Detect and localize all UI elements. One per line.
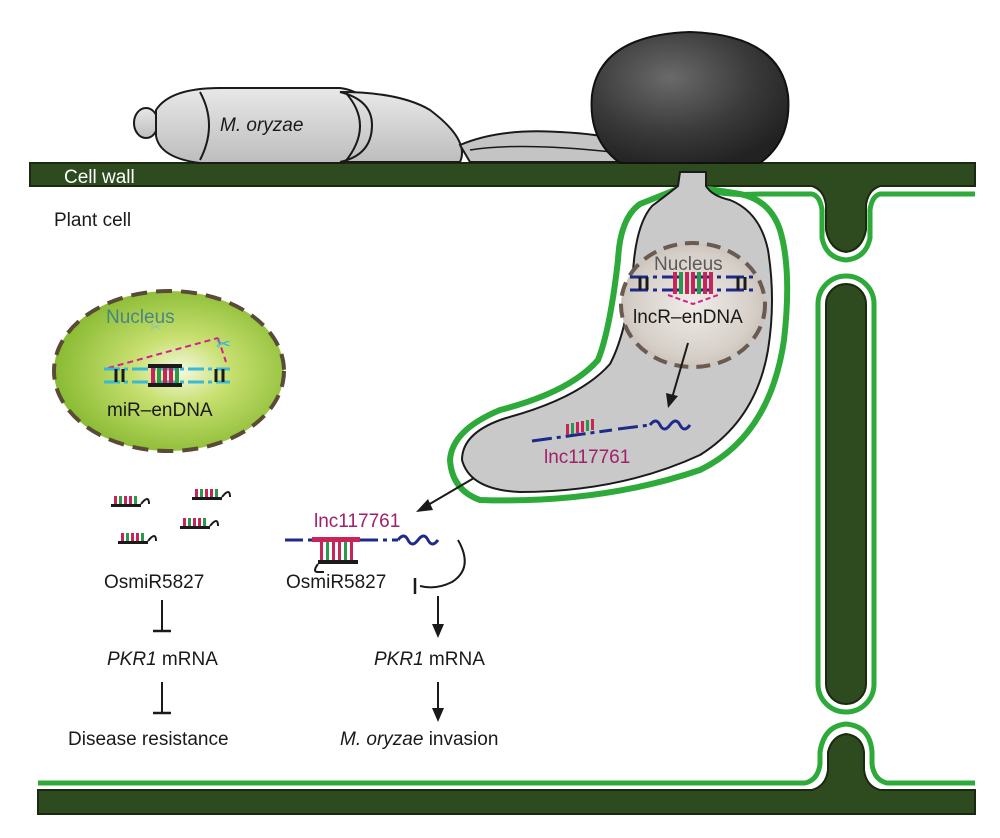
membrane-hypha <box>446 185 791 504</box>
mirna-free-group <box>111 489 231 544</box>
arrow-hypha-to-plant <box>427 477 475 506</box>
svg-text:✂: ✂ <box>150 320 162 336</box>
plant-endna-duplex: ✂ ✂ <box>104 320 231 387</box>
label-osmir-left: OsmiR5827 <box>104 572 204 593</box>
membrane-bottom <box>38 721 975 786</box>
membrane-vertical <box>815 273 877 715</box>
cell-wall-bottom <box>37 732 976 815</box>
label-disease-resistance: Disease resistance <box>68 729 229 750</box>
lnc-transcript-hypha <box>531 419 692 443</box>
label-lnc-hypha: lnc117761 <box>544 447 630 468</box>
cell-wall-vertical <box>825 283 867 705</box>
label-pkr1-mid: PKR1 mRNA <box>374 649 485 670</box>
lnc-mirna-duplex <box>285 534 440 573</box>
label-osmir-mid: OsmiR5827 <box>286 572 386 593</box>
label-lncr-endna: lncR–enDNA <box>633 307 743 328</box>
membrane-top-right <box>699 185 975 263</box>
inhibition-curve <box>419 539 466 589</box>
label-lnc-path: lnc117761 <box>314 511 400 532</box>
cell-wall-top <box>29 162 976 254</box>
svg-text:✂: ✂ <box>216 334 231 355</box>
arrow-nucleus-to-lnc <box>671 342 689 399</box>
appressorium <box>590 30 790 164</box>
fungus-spore <box>133 87 622 164</box>
label-fungus: M. oryzae <box>220 115 303 136</box>
label-fungal-nucleus: Nucleus <box>654 254 723 275</box>
label-cell-wall: Cell wall <box>64 167 135 188</box>
label-plant-nucleus: Nucleus <box>106 307 175 328</box>
label-plant-cell: Plant cell <box>54 210 131 231</box>
label-invasion: M. oryzae invasion <box>340 729 498 750</box>
fungal-endna-duplex <box>630 272 755 306</box>
label-mir-endna: miR–enDNA <box>107 400 213 421</box>
label-pkr1-left: PKR1 mRNA <box>107 649 218 670</box>
